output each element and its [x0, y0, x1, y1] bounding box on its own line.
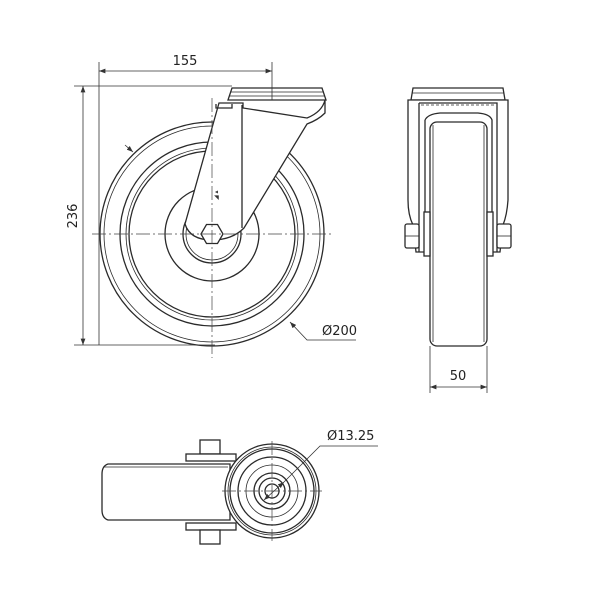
axle-bolt-left	[404, 211, 431, 257]
front-view: ◢ ▴ 155 236 Ø200	[66, 54, 357, 358]
axle-bolt-right	[486, 211, 512, 257]
axle-bolt-top	[185, 439, 237, 462]
dimension-155-label: 155	[173, 54, 198, 69]
diameter-200-label: Ø200	[322, 324, 357, 339]
dimension-155: 155	[98, 54, 273, 345]
dimension-236-label: 236	[66, 204, 81, 229]
wheel-side	[429, 121, 488, 347]
dimension-50-label: 50	[450, 369, 467, 384]
dimension-50: 50	[429, 346, 488, 393]
brand-logo: ◢ ▴	[213, 190, 220, 200]
diameter-13-25-label: Ø13.25	[327, 429, 374, 444]
dimension-diameter-200: Ø200	[124, 144, 357, 341]
swivel-fork-front: ◢ ▴	[184, 87, 327, 241]
side-view: 50	[404, 87, 512, 393]
dimension-236: 236	[66, 85, 232, 346]
axle-bolt-bottom	[185, 522, 237, 545]
bottom-view: Ø13.25	[101, 429, 378, 545]
dimension-diameter-13-25: Ø13.25	[263, 429, 378, 501]
wheel-body-bottom	[101, 463, 231, 521]
